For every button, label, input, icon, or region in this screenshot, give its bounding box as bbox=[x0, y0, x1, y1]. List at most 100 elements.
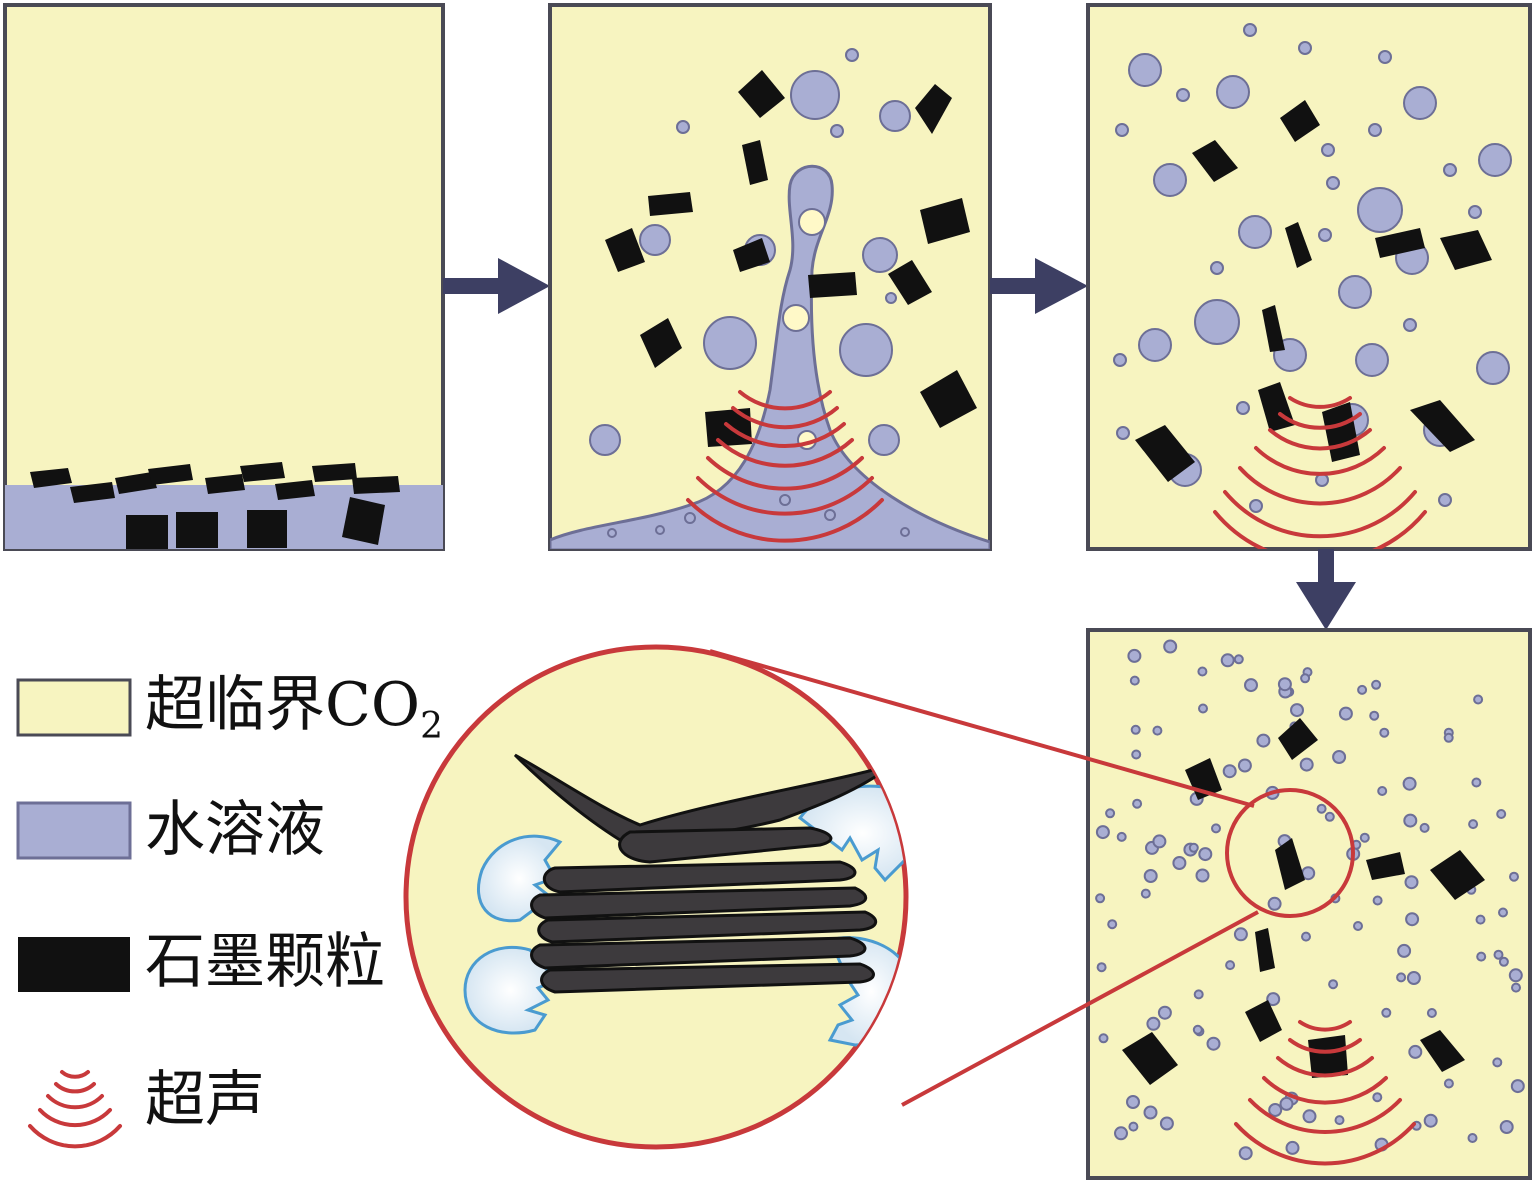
water-droplet bbox=[1225, 960, 1236, 971]
water-droplet bbox=[1467, 1133, 1478, 1143]
water-droplet bbox=[1197, 666, 1208, 677]
water-droplet bbox=[1496, 809, 1507, 819]
water-droplet bbox=[1381, 1007, 1392, 1018]
water-droplet bbox=[1476, 951, 1487, 962]
water-droplet bbox=[1095, 893, 1106, 904]
water-droplet bbox=[1408, 1044, 1423, 1059]
stage-2-panel bbox=[548, 3, 992, 551]
water-droplet bbox=[1405, 912, 1420, 927]
water-droplet bbox=[1127, 648, 1142, 663]
ultrasound-waves bbox=[1234, 1020, 1416, 1166]
water-droplet bbox=[1328, 979, 1339, 990]
water-droplet bbox=[1372, 895, 1383, 906]
water-droplet bbox=[1222, 764, 1237, 779]
legend-label-water: 水溶液 bbox=[145, 795, 325, 865]
legend-swatch-water bbox=[16, 801, 132, 860]
water-droplet bbox=[1511, 982, 1521, 993]
water-droplet bbox=[1107, 919, 1118, 930]
zoom-detail-circle bbox=[403, 644, 909, 1150]
water-droplet bbox=[1096, 962, 1107, 973]
water-droplet bbox=[1371, 679, 1382, 690]
water-droplet bbox=[1426, 1008, 1437, 1018]
water-droplet bbox=[1299, 757, 1314, 772]
legend-label-co2-subscript: 2 bbox=[420, 706, 444, 747]
legend-label-graphite: 石墨颗粒 bbox=[145, 927, 385, 997]
water-droplet bbox=[1301, 931, 1311, 942]
exfoliant-glow bbox=[463, 784, 906, 1047]
water-droplet bbox=[1195, 868, 1210, 883]
water-droplet bbox=[1443, 1078, 1454, 1089]
water-droplet bbox=[1369, 710, 1380, 721]
water-droplet bbox=[1220, 653, 1235, 668]
water-droplet bbox=[1290, 703, 1304, 718]
water-droplet bbox=[1193, 989, 1204, 1000]
legend-swatch-graphite bbox=[18, 937, 130, 992]
water-droplet bbox=[1372, 1092, 1383, 1103]
water-droplet bbox=[1402, 776, 1417, 791]
stage-3-panel bbox=[1086, 3, 1532, 551]
water-droplet bbox=[1468, 819, 1479, 830]
water-droplet bbox=[1152, 834, 1167, 849]
water-droplet bbox=[1256, 733, 1271, 748]
water-droplet bbox=[1423, 1113, 1438, 1128]
graphite-particles bbox=[1122, 718, 1485, 1085]
water-droplet bbox=[1324, 811, 1335, 822]
water-droplet bbox=[1509, 871, 1519, 882]
water-droplet bbox=[1267, 896, 1282, 911]
water-droplet bbox=[1163, 639, 1178, 654]
stage-1-panel bbox=[3, 3, 445, 551]
water-droplet bbox=[1498, 907, 1508, 918]
aqueous-jet bbox=[550, 164, 990, 549]
legend-label-co2-text: 超临界CO bbox=[145, 670, 421, 740]
flow-arrow-3 bbox=[1296, 549, 1356, 630]
water-droplet bbox=[1233, 927, 1248, 942]
water-droplet bbox=[1172, 856, 1187, 870]
ultrasound-waves bbox=[1213, 396, 1427, 549]
water-droplet bbox=[1143, 869, 1158, 883]
graphite-particles bbox=[605, 70, 977, 447]
legend bbox=[16, 678, 132, 1149]
water-droplet bbox=[1338, 706, 1353, 721]
water-droplet bbox=[1237, 758, 1252, 773]
water-droplet bbox=[1198, 847, 1213, 862]
water-droplet bbox=[1379, 727, 1390, 738]
water-droplet bbox=[1377, 786, 1388, 796]
legend-label-ultrasound: 超声 bbox=[145, 1065, 265, 1135]
water-droplet bbox=[1130, 724, 1141, 735]
zoom-connector-lines bbox=[709, 649, 1259, 1107]
water-droplet bbox=[1510, 1079, 1525, 1094]
water-droplet bbox=[1285, 1140, 1300, 1155]
water-droplet bbox=[1114, 1126, 1128, 1141]
water-droplet bbox=[1353, 921, 1363, 931]
water-droplet bbox=[1443, 732, 1454, 743]
water-droplet bbox=[1403, 813, 1418, 828]
water-droplet bbox=[1419, 822, 1430, 833]
water-droplet bbox=[1188, 842, 1199, 853]
water-droplet bbox=[1316, 803, 1327, 814]
water-droplet bbox=[1206, 1036, 1221, 1051]
legend-swatch-ultrasound bbox=[28, 1070, 122, 1149]
water-droplet bbox=[1140, 888, 1151, 899]
zoom-source-circle bbox=[1225, 788, 1355, 918]
water-droplet bbox=[1129, 675, 1140, 686]
water-droplet bbox=[1126, 1095, 1140, 1109]
flow-arrow-2 bbox=[990, 258, 1088, 314]
water-droplet bbox=[1146, 1016, 1161, 1031]
water-droplet bbox=[1279, 1096, 1294, 1111]
water-droplet bbox=[1475, 914, 1486, 925]
water-droplet bbox=[1332, 750, 1347, 764]
water-droplets bbox=[589, 48, 911, 538]
water-droplet bbox=[1159, 1116, 1174, 1131]
legend-label-co2: 超临界CO2 bbox=[145, 675, 443, 745]
water-droplet bbox=[1143, 1105, 1158, 1120]
flow-arrow-1 bbox=[443, 258, 550, 314]
water-droplet bbox=[1116, 831, 1127, 842]
water-droplet bbox=[1508, 968, 1523, 983]
water-droplet bbox=[1493, 949, 1504, 960]
graphite-particles bbox=[30, 462, 400, 549]
water-droplet bbox=[1404, 875, 1419, 890]
water-droplet bbox=[1211, 823, 1221, 834]
water-droplet bbox=[1406, 971, 1421, 985]
water-droplet bbox=[1192, 1024, 1203, 1035]
